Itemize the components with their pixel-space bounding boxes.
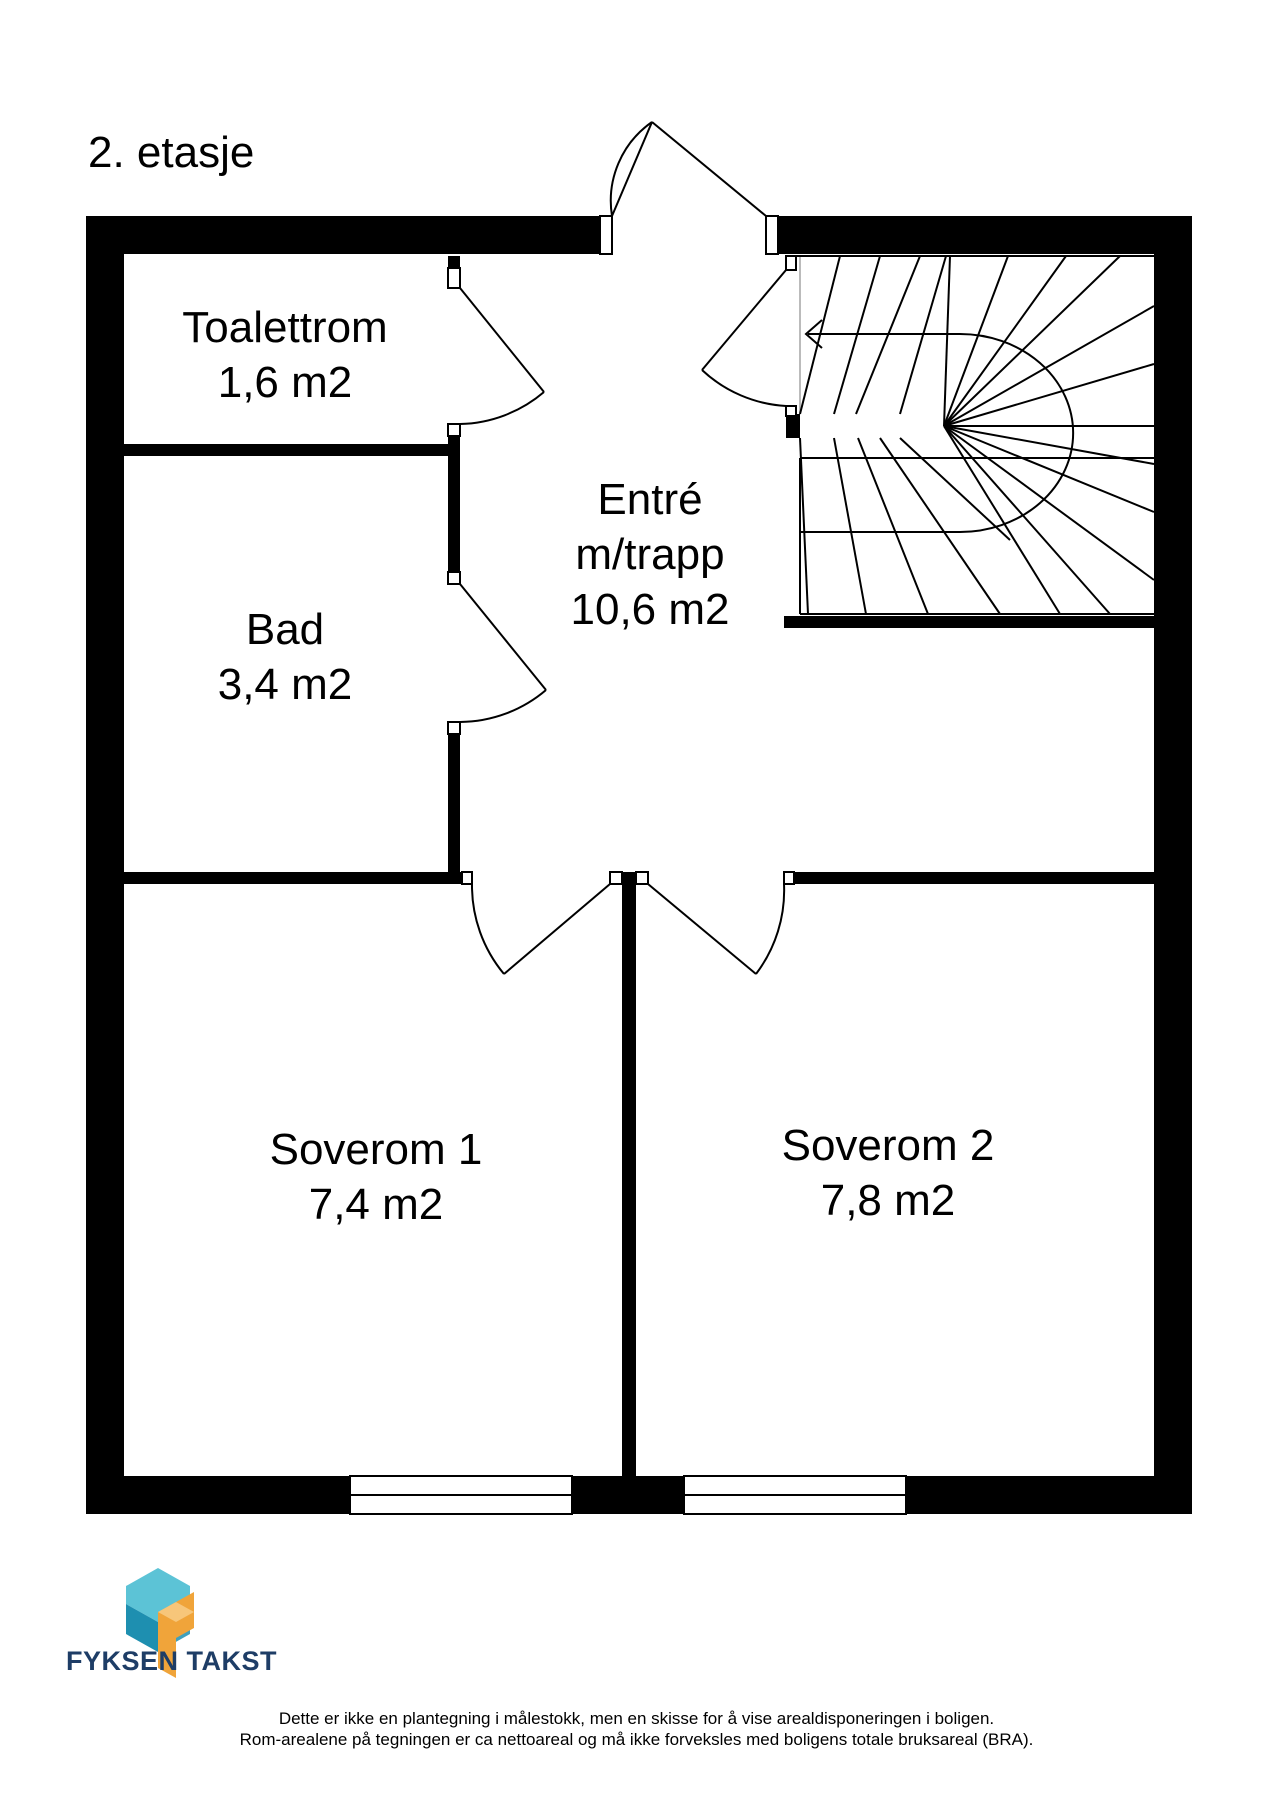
staircase [796,255,1155,615]
outer-walls [86,216,1192,1514]
company-logo [126,1568,194,1678]
room-area: 10,6 m2 [570,585,730,634]
room-bad: Bad 3,4 m2 [160,602,410,712]
disclaimer-line-2: Rom-arealene på tegningen er ca nettoare… [239,1730,1034,1749]
door-soverom-1 [470,883,611,975]
room-name: Soverom 2 [781,1121,995,1170]
room-name: Entré [597,475,703,524]
room-area: 1,6 m2 [217,358,353,407]
company-name: FYKSEN TAKST [66,1646,278,1676]
window-soverom-1 [349,1475,573,1515]
stair-direction-arrow [800,319,1075,533]
door-toalettrom [459,287,545,425]
disclaimer: Dette er ikke en plantegning i målestokk… [0,1708,1273,1750]
disclaimer-line-1: Dette er ikke en plantegning i målestokk… [278,1709,995,1728]
door-soverom-2 [647,883,786,975]
room-name: Bad [245,605,325,654]
room-area: 7,8 m2 [820,1176,956,1225]
room-entre: Entré m/trapp 10,6 m2 [520,472,780,637]
door-entrance [609,121,767,217]
door-stairs [701,269,787,407]
door-jambs [447,215,797,885]
floor-title: 2. etasje [88,128,255,177]
room-toalettrom: Toalettrom 1,6 m2 [160,300,410,410]
room-area: 3,4 m2 [217,660,353,709]
room-name-2: m/trapp [575,530,725,579]
window-soverom-2 [683,1475,907,1515]
room-name: Toalettrom [182,303,388,352]
room-name: Soverom 1 [269,1125,483,1174]
room-area: 7,4 m2 [308,1180,444,1229]
door-bad [459,583,547,723]
room-soverom-2: Soverom 2 7,8 m2 [728,1118,1048,1228]
room-soverom-1: Soverom 1 7,4 m2 [216,1122,536,1232]
